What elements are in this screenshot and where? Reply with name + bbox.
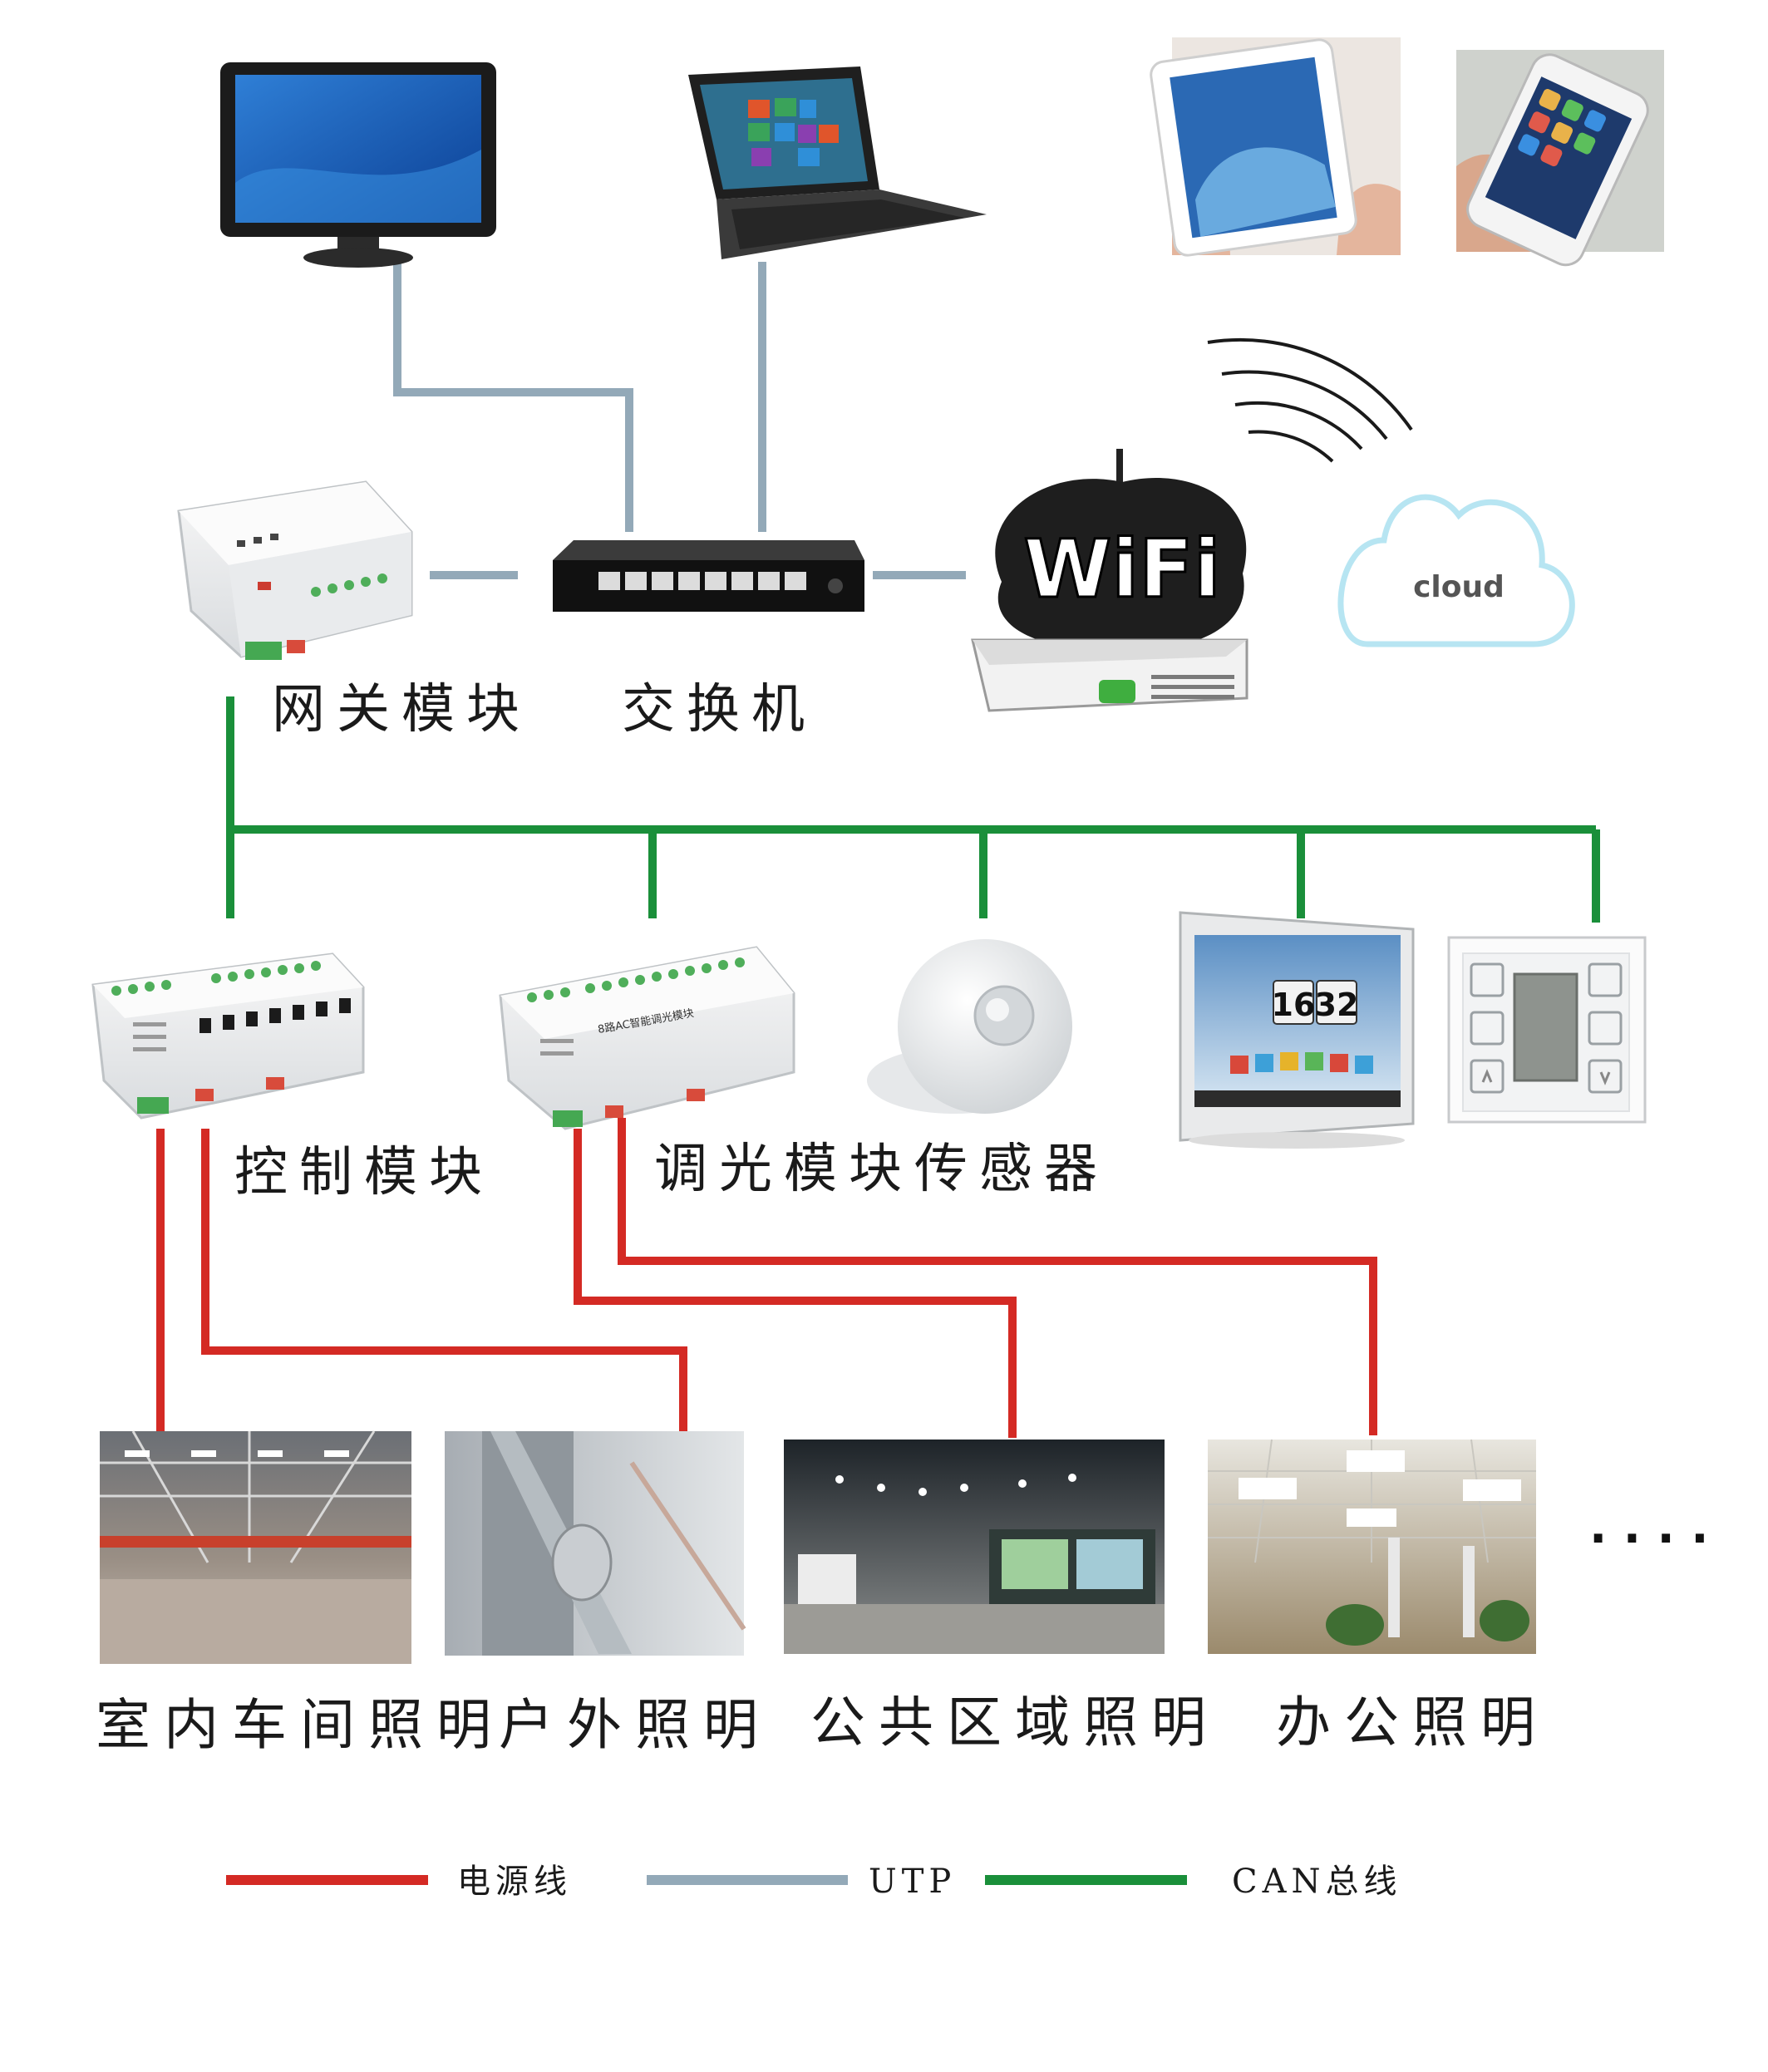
label-gateway: 网关模块 xyxy=(272,679,531,741)
label-office-lighting: 办公照明 xyxy=(1276,1691,1549,1755)
control-module-icon xyxy=(91,952,365,1120)
label-switch: 交换机 xyxy=(622,679,816,741)
legend-power-label: 电源线 xyxy=(457,1863,572,1901)
gateway-module-icon xyxy=(177,480,413,660)
monitor-icon xyxy=(220,62,496,268)
legend: 电源线 UTP CAN总线 xyxy=(226,1863,1402,1901)
photo-outdoor xyxy=(445,1431,746,1656)
label-control: 控制模块 xyxy=(234,1142,494,1203)
utp-lines xyxy=(393,253,966,579)
legend-can-label: CAN总线 xyxy=(1232,1863,1402,1901)
wifi-signal-icon xyxy=(1207,337,1413,463)
clock-minute: 32 xyxy=(1315,987,1359,1023)
touch-panel-icon: 16 32 xyxy=(1179,911,1415,1149)
photo-public-area xyxy=(784,1440,1165,1654)
label-sensor: 传感器 xyxy=(914,1139,1109,1200)
more-ellipsis: · · · · xyxy=(1589,1512,1709,1566)
legend-utp-label: UTP xyxy=(869,1863,956,1901)
label-dimmer: 调光模块 xyxy=(654,1139,914,1200)
photo-office xyxy=(1208,1439,1536,1654)
laptop-icon xyxy=(688,66,987,259)
label-indoor-lighting: 室内车间照明 xyxy=(96,1693,505,1757)
tablet-icon xyxy=(1150,37,1401,257)
wifi-router-icon: WiFi xyxy=(971,449,1248,712)
power-lines xyxy=(156,1118,1377,1438)
clock-hour: 16 xyxy=(1272,987,1316,1023)
can-bus-lines xyxy=(226,696,1600,923)
photo-indoor-workshop xyxy=(100,1430,411,1664)
dimmer-module-icon: 8路AC智能调光模块 xyxy=(499,946,795,1130)
switch-icon xyxy=(553,540,864,612)
cloud-label: cloud xyxy=(1413,570,1505,604)
label-public-lighting: 公共区域照明 xyxy=(810,1691,1219,1755)
wall-panel-icon xyxy=(1447,936,1647,1124)
label-outdoor-lighting: 户外照明 xyxy=(499,1693,771,1757)
phone-icon xyxy=(1456,50,1664,267)
cloud-icon: cloud xyxy=(1337,494,1575,647)
sensor-icon xyxy=(867,939,1072,1114)
wifi-logo-text: WiFi xyxy=(1023,523,1220,616)
